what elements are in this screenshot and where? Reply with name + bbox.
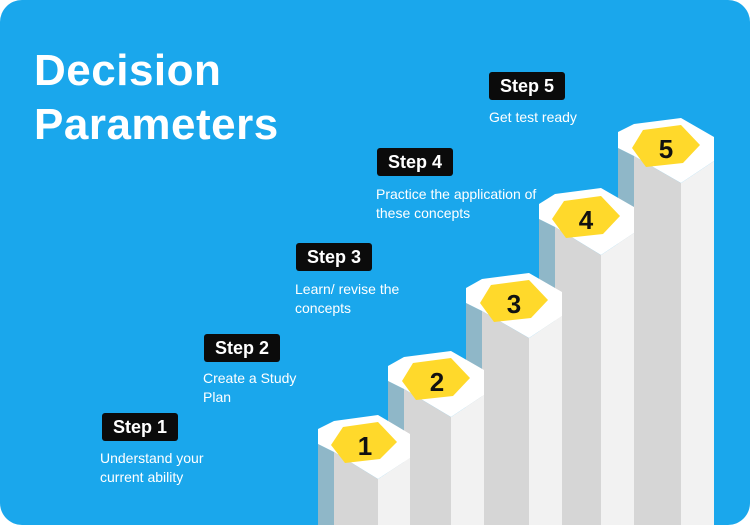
step-1-description: Understand your current ability bbox=[100, 450, 204, 485]
title-line-2: Parameters bbox=[34, 100, 279, 149]
hexagon-icon bbox=[480, 280, 548, 322]
pillar-1: 1 bbox=[318, 415, 410, 525]
step-5-description: Get test ready bbox=[489, 109, 577, 125]
step-1-badge: Step 1 bbox=[102, 413, 179, 441]
step-5-badge: Step 5 bbox=[489, 72, 566, 100]
hexagon-icon bbox=[402, 358, 470, 400]
title-line-1: Decision bbox=[34, 46, 222, 95]
step-4-description: Practice the application of these concep… bbox=[376, 186, 537, 221]
pillar-4: 4 bbox=[539, 188, 634, 525]
step-4-badge: Step 4 bbox=[377, 148, 454, 176]
step-2-description: Create a Study Plan bbox=[203, 370, 297, 405]
step-2-badge: Step 2 bbox=[204, 334, 281, 362]
hexagon-icon bbox=[331, 422, 397, 463]
step-4-number: 4 bbox=[579, 205, 594, 235]
hexagon-icon bbox=[632, 125, 700, 167]
step-3-badge: Step 3 bbox=[296, 243, 373, 271]
step-3-number: 3 bbox=[507, 289, 521, 319]
step-3-description: Learn/ revise the concepts bbox=[295, 281, 400, 316]
step-5-number: 5 bbox=[659, 134, 673, 164]
step-1-number: 1 bbox=[358, 431, 372, 461]
step-2-number: 2 bbox=[430, 367, 444, 397]
page-title: Decision Parameters bbox=[34, 44, 279, 152]
hexagon-icon bbox=[552, 196, 620, 238]
